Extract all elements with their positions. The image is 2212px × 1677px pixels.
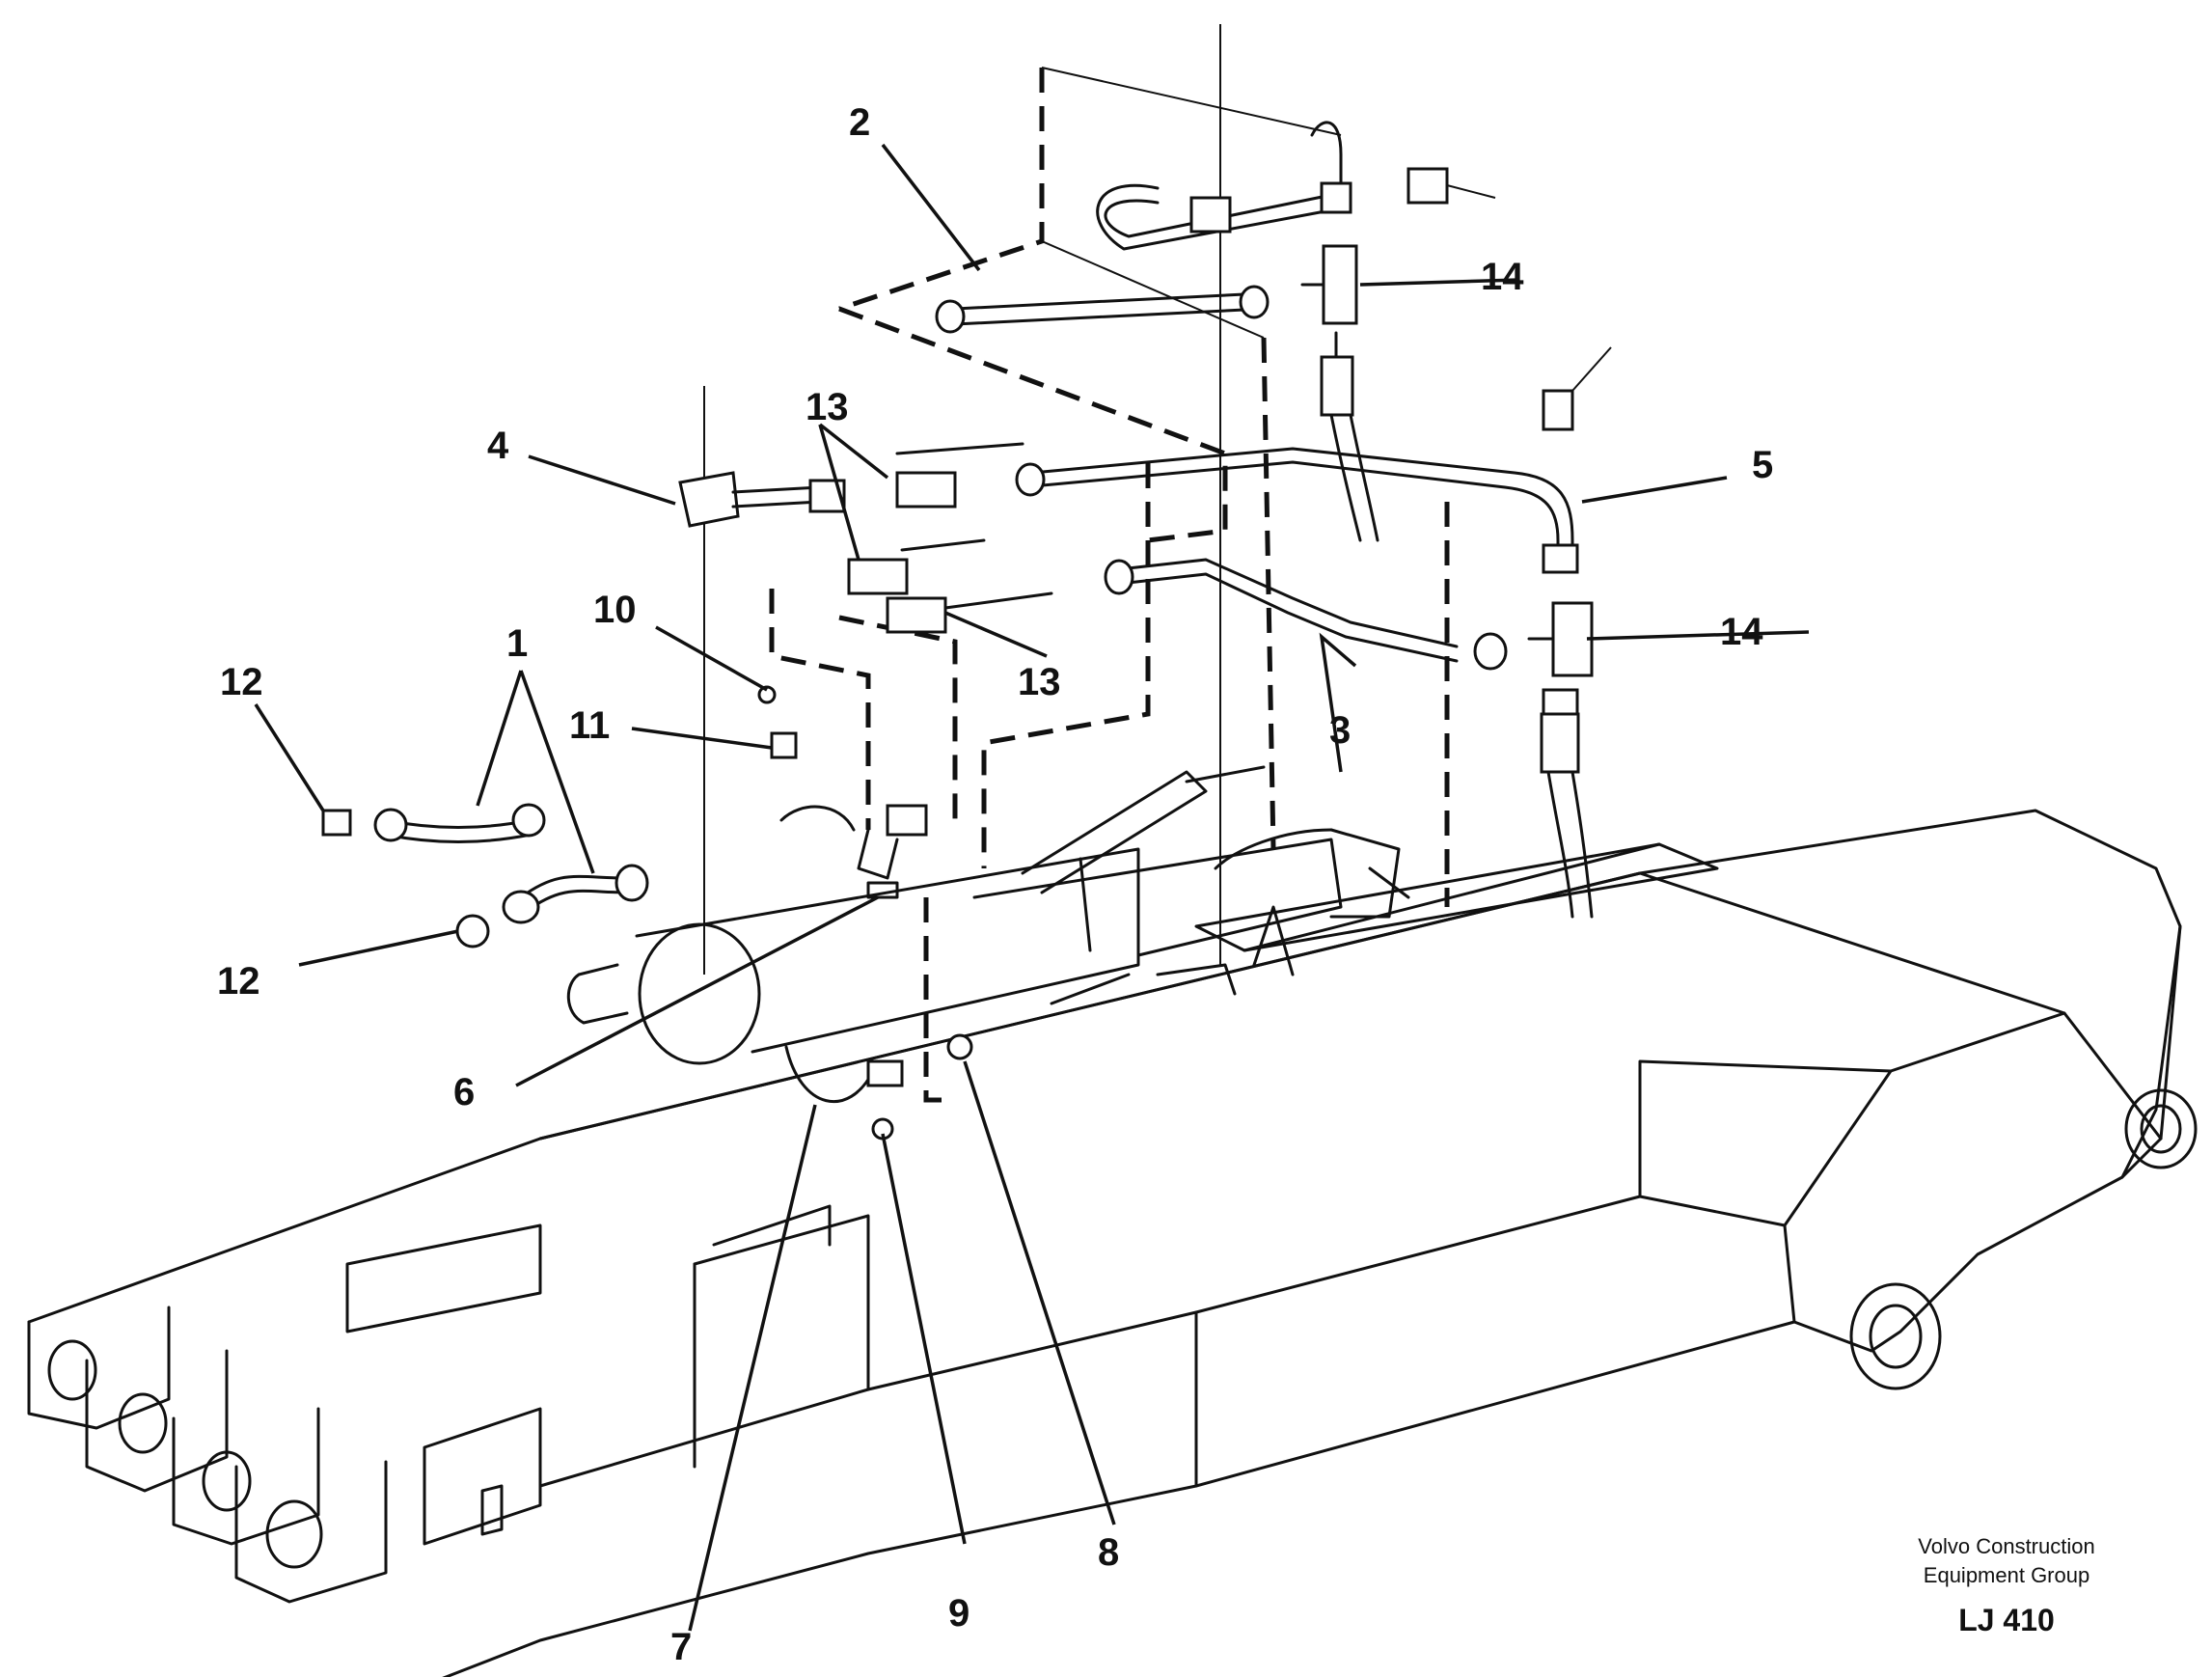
pipe-5 <box>1015 346 1612 574</box>
check-valves-13 <box>847 442 1053 634</box>
assembly-guide-lines <box>703 24 1450 1103</box>
callout-6: 6 <box>453 1071 475 1113</box>
callout-1: 1 <box>506 622 528 665</box>
callout-12-upper: 12 <box>220 661 263 703</box>
callout-3: 3 <box>1329 709 1351 752</box>
callout-4: 4 <box>487 425 509 467</box>
pipe-3 <box>1104 558 1508 671</box>
pipe-2 <box>935 183 1348 334</box>
boom-arm <box>27 809 2198 1677</box>
callout-7: 7 <box>670 1626 692 1668</box>
leader-lines <box>254 143 1810 1632</box>
callout-12-lower: 12 <box>217 960 260 1003</box>
credit-line-1: Volvo Construction <box>1918 1534 2094 1558</box>
hydraulic-cylinder <box>566 765 1410 1065</box>
callout-11: 11 <box>569 704 610 747</box>
callout-labels: 1 2 3 4 5 6 7 8 9 10 11 12 12 13 13 14 1… <box>217 101 1773 1668</box>
drawing-code: LJ 410 <box>1958 1603 2055 1637</box>
hoses-1 <box>321 803 649 948</box>
callout-8: 8 <box>1098 1531 1119 1574</box>
valve-block-4 <box>678 386 846 528</box>
callout-14-upper: 14 <box>1481 256 1524 298</box>
credit-line-2: Equipment Group <box>1924 1563 2089 1587</box>
tee-14-upper <box>1300 121 1496 542</box>
callout-13-upper: 13 <box>806 386 849 428</box>
callout-10: 10 <box>593 589 637 631</box>
clamps-and-fasteners <box>757 685 973 1141</box>
callout-13-lower: 13 <box>1018 661 1061 703</box>
callout-9: 9 <box>948 1592 969 1635</box>
callout-14-lower: 14 <box>1720 611 1763 653</box>
tee-14-lower <box>1527 601 1594 919</box>
publisher-credit: Volvo Construction Equipment Group LJ 41… <box>1918 1534 2094 1637</box>
callout-2: 2 <box>849 101 870 144</box>
callout-5: 5 <box>1752 444 1773 486</box>
